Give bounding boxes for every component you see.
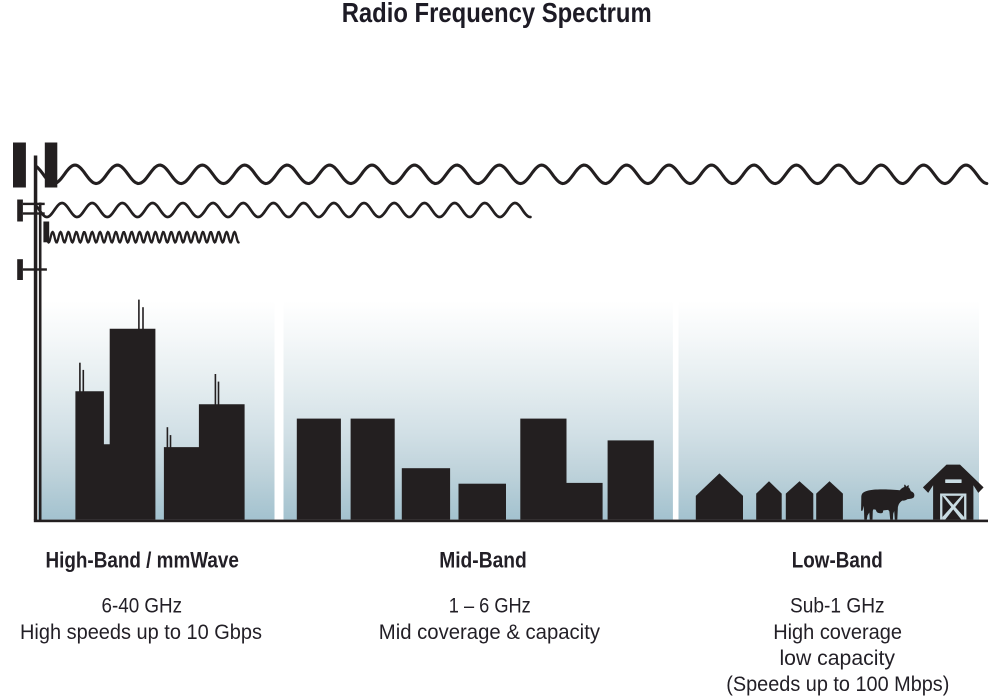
svg-text:6-40 GHz: 6-40 GHz (102, 593, 183, 617)
svg-text:Sub-1 GHz: Sub-1 GHz (790, 593, 885, 617)
svg-text:Low-Band: Low-Band (792, 547, 883, 572)
svg-text:Mid-Band: Mid-Band (439, 547, 527, 572)
svg-text:High-Band / mmWave: High-Band / mmWave (45, 547, 239, 572)
svg-text:(Speeds up to 100 Mbps): (Speeds up to 100 Mbps) (726, 672, 949, 696)
svg-text:1 – 6 GHz: 1 – 6 GHz (449, 593, 531, 617)
svg-text:Mid coverage & capacity: Mid coverage & capacity (379, 620, 600, 644)
svg-text:low capacity: low capacity (779, 646, 895, 670)
svg-text:High coverage: High coverage (773, 620, 902, 644)
svg-text:High speeds up to 10 Gbps: High speeds up to 10 Gbps (20, 620, 262, 644)
svg-text:Radio Frequency Spectrum: Radio Frequency Spectrum (342, 0, 652, 28)
